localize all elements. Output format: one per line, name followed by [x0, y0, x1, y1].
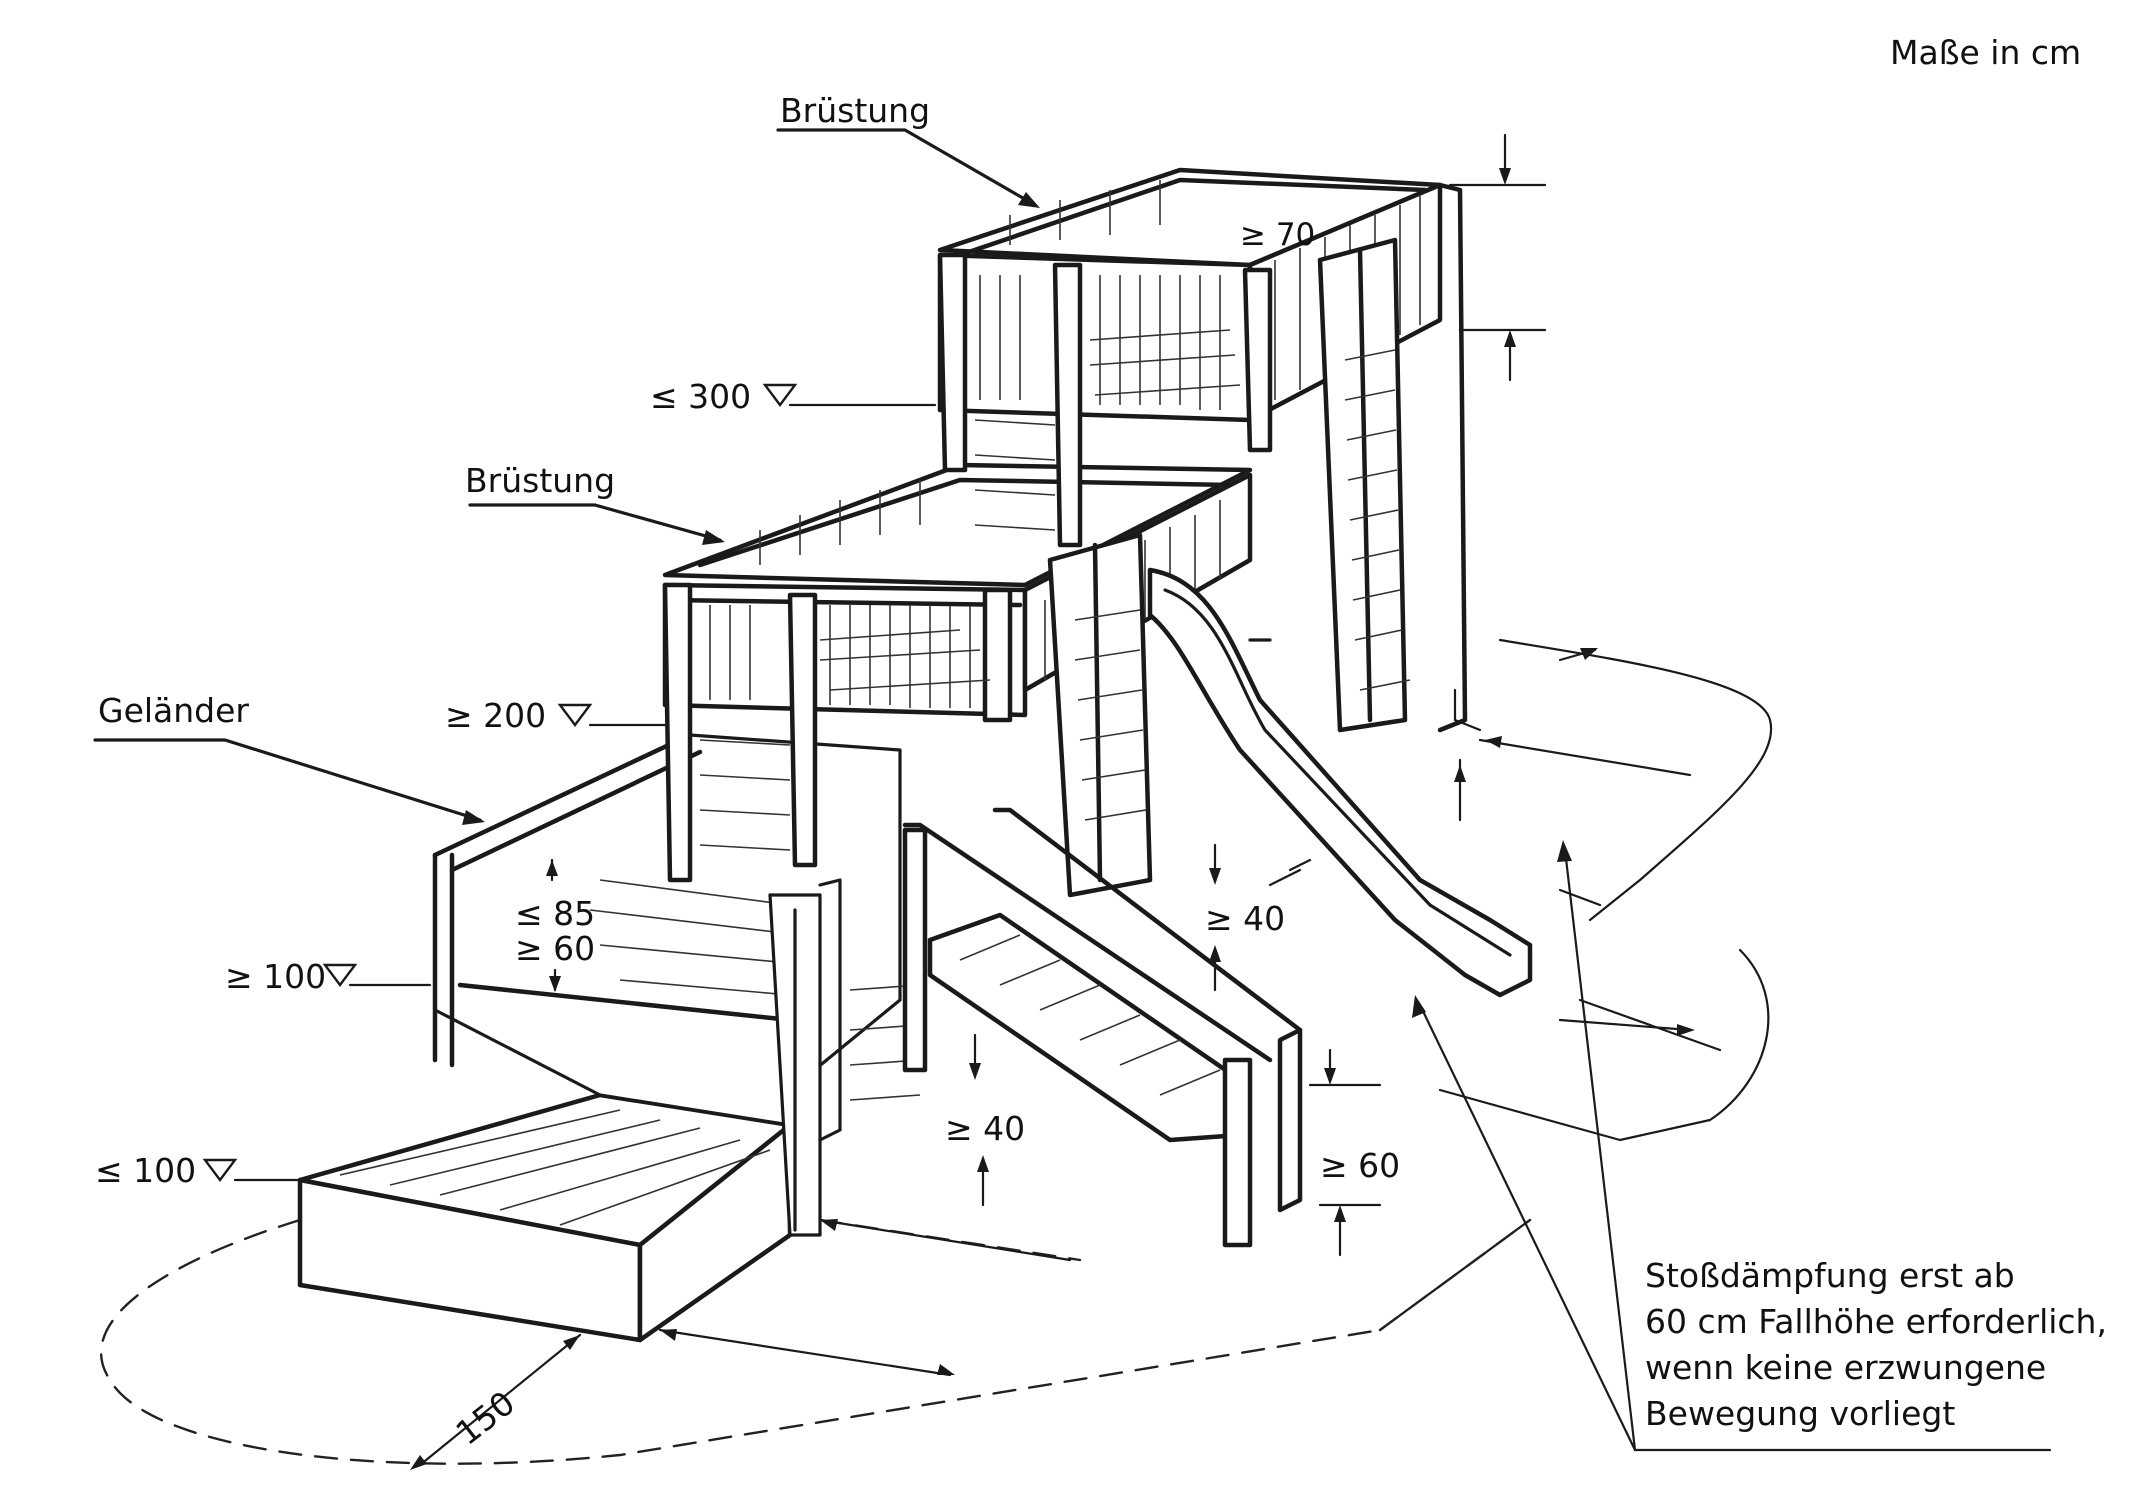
level-3-tower [937, 167, 1468, 733]
dim-zone-150: 150 [448, 1383, 522, 1453]
units-note: Maße in cm [1890, 33, 2081, 72]
impact-zone-outline [99, 638, 1773, 1465]
note-line-1: Stoßdämpfung erst ab [1645, 1256, 2015, 1295]
dimension-marks [410, 133, 1695, 1470]
dim-height-60: ≥ 60 [1320, 1146, 1400, 1185]
label-bruestung-mid: Brüstung [465, 461, 615, 500]
dim-level-300: ≤ 300 [650, 377, 751, 416]
label-bruestung-top: Brüstung [780, 91, 930, 130]
dim-railing-85: ≤ 85 [515, 894, 595, 933]
dim-level-100: ≥ 100 [225, 957, 326, 996]
label-gelaender: Geländer [98, 691, 249, 730]
dim-level-low-100: ≤ 100 [95, 1151, 196, 1190]
height-markers [202, 383, 937, 1182]
dim-top-70: ≥ 70 [1240, 217, 1315, 253]
note-line-3: wenn keine erzwungene [1645, 1348, 2046, 1387]
note-line-2: 60 cm Fallhöhe erforderlich, [1645, 1302, 2107, 1341]
note-block: Stoßdämpfung erst ab 60 cm Fallhöhe erfo… [1645, 1256, 2107, 1433]
low-platform-box [297, 1092, 793, 1343]
staircase [902, 807, 1303, 1248]
note-line-4: Bewegung vorliegt [1645, 1394, 1955, 1433]
dim-gap-40-right: ≥ 40 [1205, 899, 1285, 938]
level-2-tower [662, 462, 1253, 898]
dim-level-200: ≥ 200 [445, 696, 546, 735]
dim-gap-40-mid: ≥ 40 [945, 1109, 1025, 1148]
level-1-deck [432, 732, 921, 1237]
dim-railing-60: ≥ 60 [515, 929, 595, 968]
slide [1147, 567, 1533, 998]
leader-lines [93, 128, 2052, 1452]
